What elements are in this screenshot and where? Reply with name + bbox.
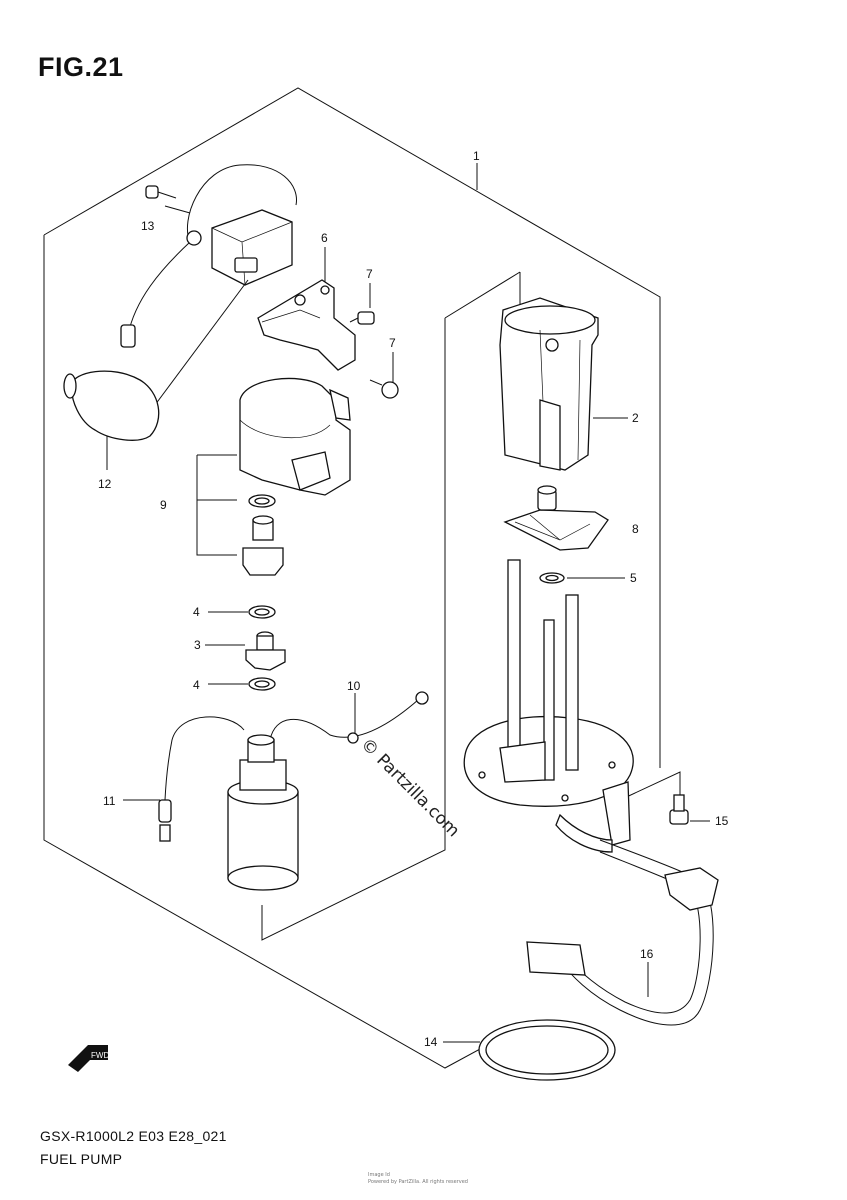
- o-ring-4-upper: [248, 605, 276, 619]
- diagram-code: GSX-R1000L2 E03 E28_021: [40, 1128, 227, 1144]
- callout-4-upper: 4: [193, 605, 200, 619]
- regulator-3: [245, 631, 286, 671]
- callout-4-lower: 4: [193, 678, 200, 692]
- fine-print-1: Image Id: [368, 1172, 390, 1178]
- assembly-boundary: [43, 87, 681, 1069]
- forward-arrow-icon: FWD: [68, 1045, 109, 1072]
- o-ring-14: [478, 1019, 616, 1081]
- screw-7-upper: [349, 311, 375, 325]
- screw-13: [145, 185, 177, 199]
- diagram-name: FUEL PUMP: [40, 1151, 123, 1167]
- callout-3: 3: [194, 638, 201, 652]
- bracket-6: [257, 279, 356, 371]
- callout-8: 8: [632, 522, 639, 536]
- callout-7-lower: 7: [389, 336, 396, 350]
- fuel-level-gauge-12: [63, 164, 297, 441]
- regulator-case-9: [239, 377, 351, 576]
- callout-5: 5: [630, 571, 637, 585]
- filter-8: [503, 485, 609, 551]
- bolt-15: [669, 794, 689, 825]
- watermark: © Partzilla.com: [356, 734, 463, 841]
- callout-2: 2: [632, 411, 639, 425]
- pump-case-2: [499, 297, 599, 471]
- lead-wire-10: [269, 691, 429, 744]
- lead-wire-11: [158, 716, 245, 842]
- callout-7-upper: 7: [366, 267, 373, 281]
- pump-base-plate: [463, 559, 634, 853]
- fine-print-2: Powered by PartZilla. All rights reserve…: [368, 1179, 468, 1185]
- callout-16: 16: [640, 947, 654, 961]
- fuel-pump-motor: [227, 734, 299, 891]
- callout-12: 12: [98, 477, 112, 491]
- callout-10: 10: [347, 679, 361, 693]
- o-ring-4-lower: [248, 677, 276, 691]
- callout-9: 9: [160, 498, 167, 512]
- callout-13: 13: [141, 219, 155, 233]
- callout-14: 14: [424, 1035, 438, 1049]
- figure-title: FIG.21: [38, 52, 124, 82]
- fwd-label: FWD: [91, 1051, 109, 1060]
- fuel-hose-16: [526, 839, 719, 1026]
- screw-7-lower: [369, 379, 399, 399]
- callout-11: 11: [103, 794, 116, 808]
- o-ring-5: [539, 572, 565, 584]
- callouts: 1 2 3 4 4 5 6 7 7 8 9 10 11 12 13 14 15 …: [98, 149, 729, 1049]
- callout-6: 6: [321, 231, 328, 245]
- callout-15: 15: [715, 814, 729, 828]
- leader-lines: [106, 163, 710, 1043]
- callout-1: 1: [473, 149, 480, 163]
